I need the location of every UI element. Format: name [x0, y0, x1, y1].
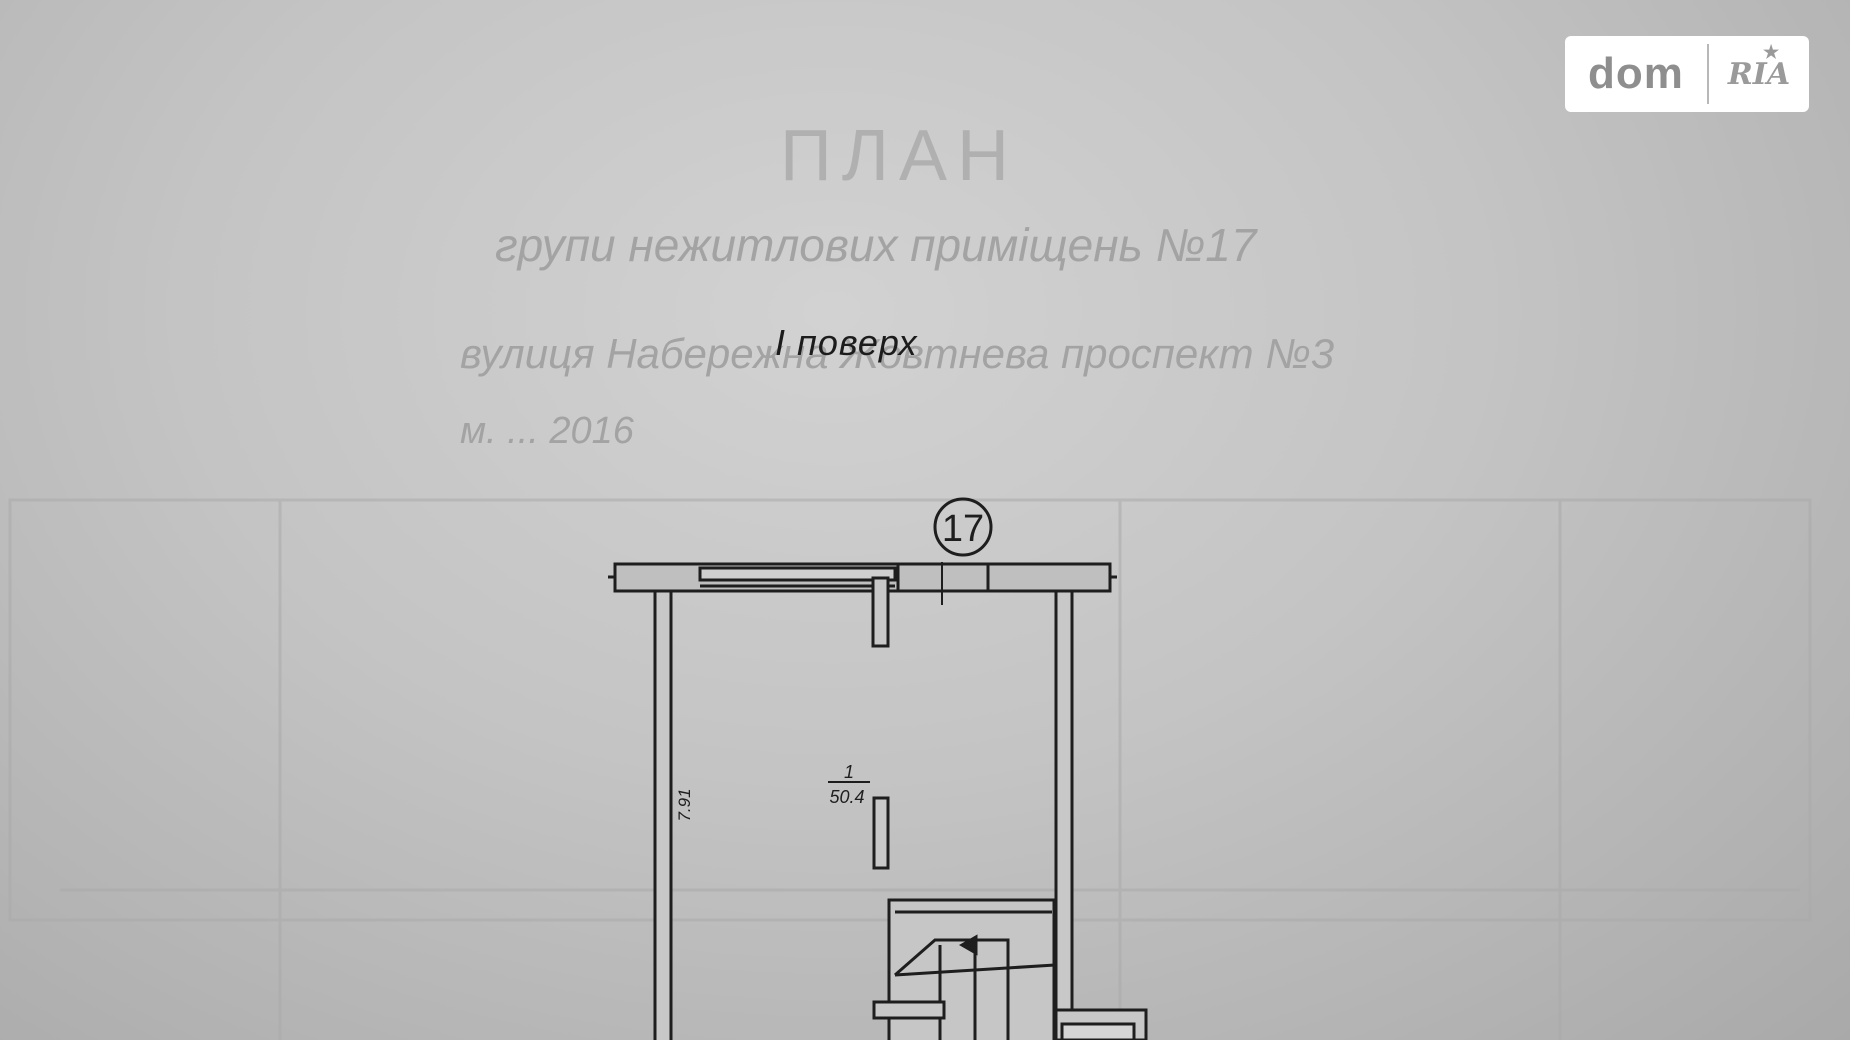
left-wall	[653, 589, 673, 1040]
logo-dom-text: dom	[1588, 49, 1684, 98]
logo-separator	[1707, 44, 1709, 104]
axis-marker-circle	[933, 497, 993, 557]
floor-label: I поверх	[775, 322, 918, 363]
window-opening	[698, 566, 897, 588]
faded-extra-line: м. ... 2016	[460, 410, 634, 452]
room-number: 1	[844, 762, 854, 782]
faded-subtitle: групи нежитлових приміщень №17	[495, 219, 1257, 271]
logo-ria-mark: ★ RIA	[1709, 36, 1809, 112]
faded-address: вулиця Набережна Жовтнева проспект №3	[460, 330, 1335, 377]
axis-marker-number: 17	[942, 508, 984, 550]
logo-ria-text: RIA	[1727, 56, 1791, 92]
star-icon: ★	[1763, 42, 1780, 63]
staircase	[872, 898, 1148, 1040]
faded-background-lines	[8, 498, 1812, 1040]
wall-dimension: 7.91	[675, 788, 694, 821]
faded-plan-title: ПЛАН	[780, 116, 1020, 196]
column	[872, 796, 890, 870]
partition-stub	[871, 576, 890, 648]
right-wall	[1054, 589, 1074, 1013]
dom-ria-watermark-logo: dom ★ RIA	[1565, 36, 1809, 112]
room-area: 50.4	[829, 787, 864, 807]
